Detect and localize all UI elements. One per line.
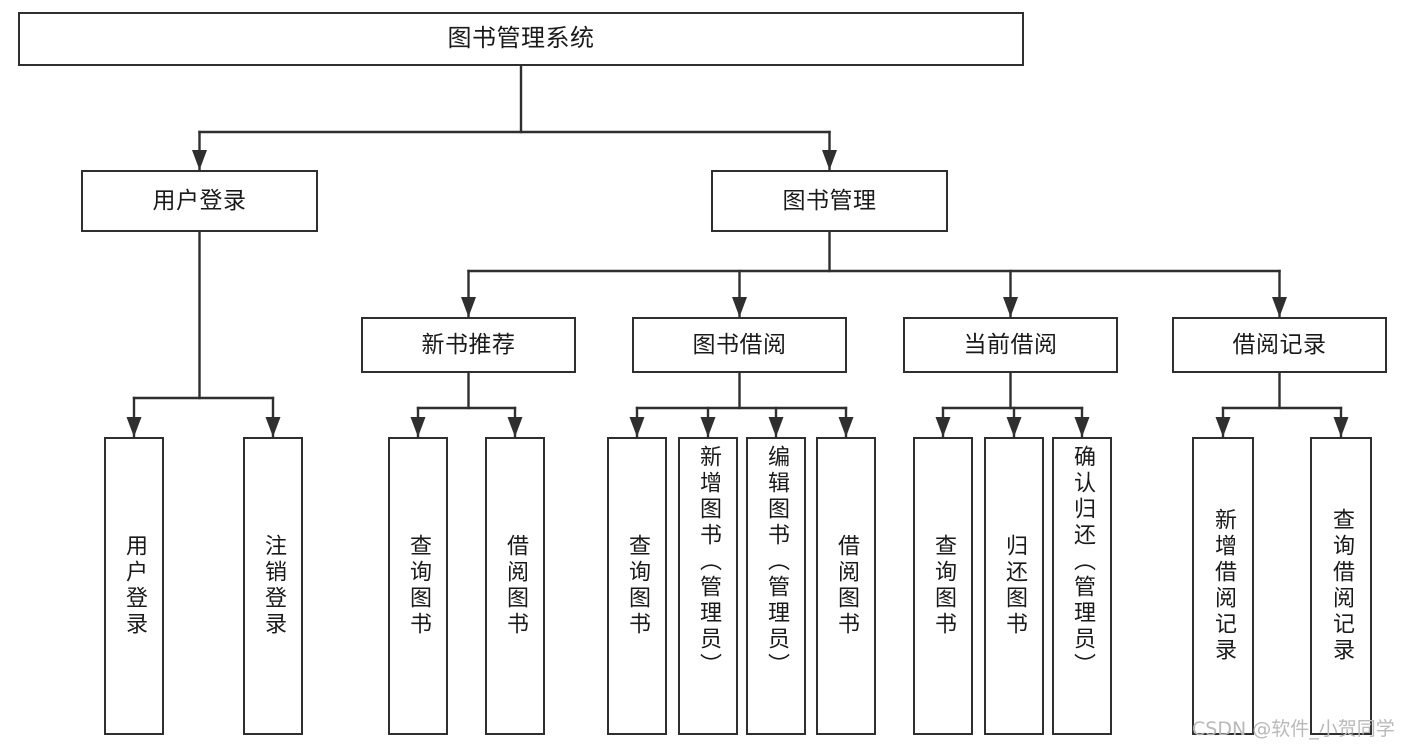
node-label-leaf-cur-1: 查询图书 [931, 534, 956, 638]
node-label-newbook: 新书推荐 [421, 331, 516, 358]
node-leaf-cur-1[interactable]: 查询图书 [913, 437, 973, 735]
node-bookmgmt[interactable]: 图书管理 [711, 170, 948, 232]
arrowhead-leaf-bor-4 [838, 417, 854, 437]
node-label-leaf-rec-1: 新增借阅记录 [1211, 508, 1236, 664]
arrowhead-current [1003, 297, 1018, 317]
arrowhead-borrow [732, 297, 747, 317]
node-label-root: 图书管理系统 [447, 24, 595, 53]
node-leaf-cur-3[interactable]: 确认归还（管理员） [1052, 437, 1112, 735]
node-label-bookmgmt: 图书管理 [782, 187, 877, 214]
node-label-login: 用户登录 [152, 187, 247, 214]
arrowhead-newbook [461, 297, 476, 317]
node-label-leaf-bor-1: 查询图书 [625, 534, 650, 638]
node-label-leaf-new-2: 借阅图书 [503, 534, 528, 638]
arrowhead-bookmgmt [822, 150, 837, 170]
node-login[interactable]: 用户登录 [81, 170, 318, 232]
node-current[interactable]: 当前借阅 [903, 317, 1118, 373]
arrowhead-leaf-login-1 [126, 417, 142, 437]
node-label-leaf-login-1: 用户登录 [122, 534, 147, 638]
arrowhead-records [1272, 297, 1287, 317]
node-leaf-bor-4[interactable]: 借阅图书 [816, 437, 876, 735]
node-label-borrow: 图书借阅 [692, 331, 787, 358]
arrowhead-leaf-cur-3 [1074, 417, 1090, 437]
node-label-leaf-cur-3: 确认归还（管理员） [1070, 445, 1095, 679]
node-label-leaf-login-2: 注销登录 [261, 534, 286, 638]
node-leaf-rec-1[interactable]: 新增借阅记录 [1192, 437, 1254, 735]
node-label-records: 借阅记录 [1232, 331, 1327, 358]
arrowhead-leaf-bor-3 [768, 417, 784, 437]
node-label-leaf-bor-4: 借阅图书 [834, 534, 859, 638]
arrowhead-leaf-login-2 [265, 417, 281, 437]
node-label-leaf-bor-3: 编辑图书（管理员） [764, 445, 789, 679]
node-label-leaf-new-1: 查询图书 [406, 534, 431, 638]
node-label-leaf-rec-2: 查询借阅记录 [1329, 508, 1354, 664]
arrowhead-login [192, 150, 207, 170]
node-label-leaf-bor-2: 新增图书（管理员） [696, 445, 721, 679]
node-leaf-login-2[interactable]: 注销登录 [243, 437, 303, 735]
arrowhead-leaf-cur-2 [1006, 417, 1022, 437]
node-leaf-bor-3[interactable]: 编辑图书（管理员） [746, 437, 806, 735]
arrowhead-leaf-rec-1 [1215, 417, 1231, 437]
node-label-current: 当前借阅 [963, 331, 1058, 358]
node-leaf-cur-2[interactable]: 归还图书 [984, 437, 1044, 735]
arrowhead-leaf-bor-2 [700, 417, 716, 437]
arrowhead-leaf-new-1 [410, 417, 426, 437]
node-records[interactable]: 借阅记录 [1172, 317, 1387, 373]
arrowhead-leaf-rec-2 [1333, 417, 1349, 437]
node-newbook[interactable]: 新书推荐 [361, 317, 576, 373]
node-label-leaf-cur-2: 归还图书 [1002, 534, 1027, 638]
node-leaf-login-1[interactable]: 用户登录 [104, 437, 164, 735]
node-root[interactable]: 图书管理系统 [18, 12, 1024, 66]
node-leaf-bor-2[interactable]: 新增图书（管理员） [678, 437, 738, 735]
node-leaf-new-2[interactable]: 借阅图书 [485, 437, 545, 735]
arrowhead-leaf-bor-1 [629, 417, 645, 437]
arrowhead-leaf-new-2 [507, 417, 523, 437]
node-leaf-new-1[interactable]: 查询图书 [388, 437, 448, 735]
node-leaf-bor-1[interactable]: 查询图书 [607, 437, 667, 735]
csdn-watermark: CSDN @软件_小贺同学 [1192, 718, 1395, 740]
node-leaf-rec-2[interactable]: 查询借阅记录 [1310, 437, 1372, 735]
arrowhead-leaf-cur-1 [935, 417, 951, 437]
node-borrow[interactable]: 图书借阅 [632, 317, 847, 373]
